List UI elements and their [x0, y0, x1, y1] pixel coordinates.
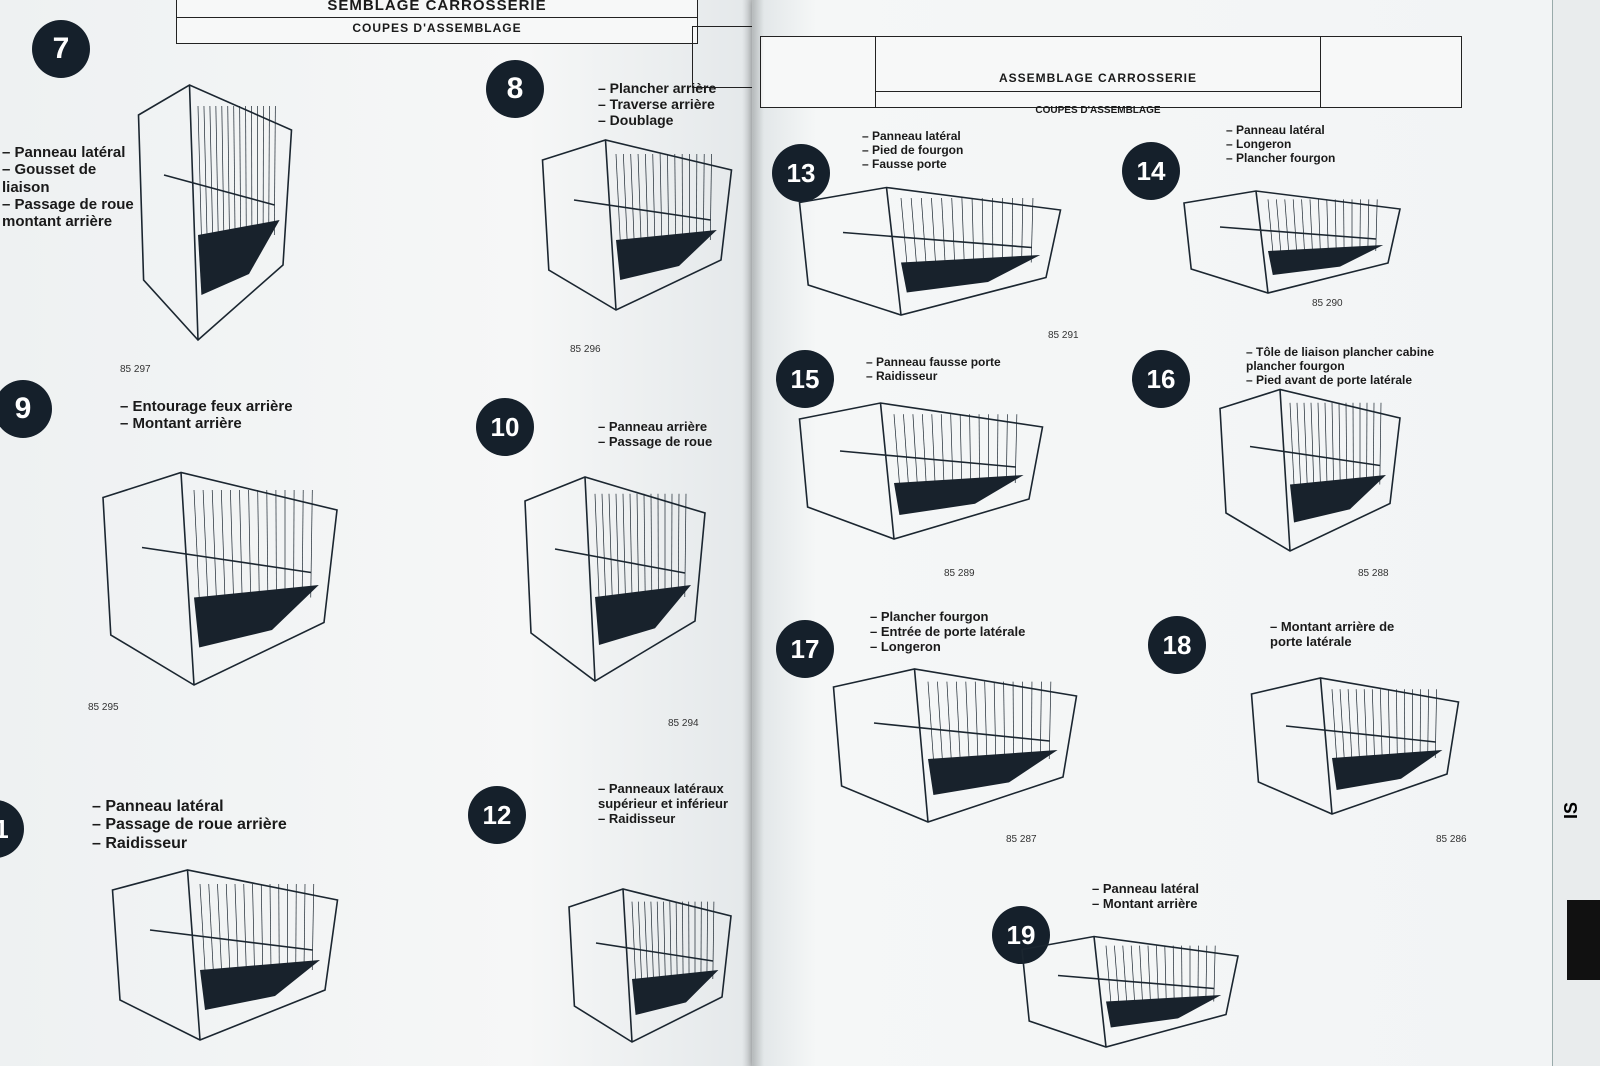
part-label: – Panneau latéral [1092, 881, 1199, 896]
section-number-badge: 12 [468, 786, 526, 844]
figure-reference: 85 286 [1436, 834, 1467, 845]
section-drawing [832, 668, 1078, 823]
section-part-list: – Plancher fourgon– Entrée de porte laté… [870, 609, 1026, 655]
part-label: – Pied de fourgon [862, 142, 964, 157]
section-part-list: – Montant arrière de porte latérale [1270, 619, 1395, 650]
part-label: – Traverse arrière [598, 96, 715, 113]
part-label: – Panneau latéral [862, 129, 961, 143]
part-label: – Panneau latéral [1226, 123, 1325, 137]
section-drawing [798, 402, 1044, 540]
part-label: – Passage de roue arrière [92, 816, 287, 834]
part-label: montant arrière [2, 213, 113, 230]
section-drawing [798, 186, 1062, 316]
section-part-list: – Panneau latéral– Pied de fourgon– Faus… [862, 129, 964, 171]
part-label: – Montant arrière [1092, 895, 1198, 911]
part-label: – Panneau latéral [92, 798, 224, 815]
section-number-badge: 18 [1148, 616, 1206, 674]
part-label: – Pied avant de porte latérale [1246, 372, 1413, 387]
figure-reference: 85 291 [1048, 330, 1079, 341]
section-part-list: – Tôle de liaison plancher cabine planch… [1246, 345, 1435, 387]
section-part-list: – Plancher arrière– Traverse arrière– Do… [598, 80, 716, 128]
section-drawing [137, 84, 293, 342]
left-header-title: SEMBLAGE CARROSSERIE [327, 0, 547, 14]
part-label: – Montant arrière [120, 415, 242, 433]
section-number-badge: 17 [776, 620, 834, 678]
section-number-badge: 13 [772, 144, 830, 202]
part-label: – Panneau arrière [598, 419, 708, 434]
part-label: – Panneaux latéraux [598, 781, 724, 796]
section-drawing [102, 471, 338, 686]
section-drawing [541, 139, 733, 311]
section-number-badge: 7 [32, 20, 90, 78]
section-number-badge: 16 [1132, 350, 1190, 408]
section-drawing [111, 869, 339, 1041]
section-part-list: – Panneau latéral– Montant arrière [1092, 881, 1199, 912]
figure-reference: 85 296 [570, 344, 601, 355]
section-drawing [524, 476, 706, 682]
section-part-list: – Panneau latéral– Longeron– Plancher fo… [1226, 123, 1336, 165]
part-label: – Entrée de porte latérale [870, 623, 1026, 639]
section-part-list: – Panneau arrière– Passage de roue [598, 419, 713, 450]
part-label: – Plancher fourgon [870, 609, 989, 624]
section-drawing [1250, 677, 1460, 815]
section-part-list: – Panneau latéral– Passage de roue arriè… [92, 798, 287, 853]
part-label: – Raidisseur [866, 368, 938, 383]
section-part-list: – Entourage feux arrière– Montant arrièr… [120, 398, 293, 433]
part-label: – Panneau latéral [2, 144, 126, 161]
left-page: SEMBLAGE CARROSSERIE COUPES D'ASSEMBLAGE [0, 0, 753, 1066]
right-header-car-right [1320, 37, 1461, 107]
section-drawing [1219, 388, 1401, 552]
part-label: – Doublage [598, 112, 674, 129]
figure-reference: 85 289 [944, 568, 975, 579]
section-number-badge: 15 [776, 350, 834, 408]
part-label: – Longeron [1226, 136, 1292, 151]
part-label: – Raidisseur [92, 834, 188, 852]
edge-tab-text: IS [1561, 801, 1582, 820]
figure-reference: 85 294 [668, 718, 699, 729]
section-part-list: – Panneaux latéraux supérieur et inférie… [598, 781, 729, 827]
next-page-edge: IS [1552, 0, 1600, 1066]
figure-reference: 85 295 [88, 702, 119, 713]
part-label: porte latérale [1270, 633, 1352, 649]
part-label: – Longeron [870, 638, 941, 654]
part-label: – Plancher arrière [598, 80, 717, 96]
book-gutter [742, 0, 764, 1066]
section-drawing [1183, 190, 1401, 294]
figure-reference: 85 287 [1006, 834, 1037, 845]
section-drawing [1021, 935, 1239, 1048]
left-header: SEMBLAGE CARROSSERIE COUPES D'ASSEMBLAGE [176, 0, 698, 44]
figure-reference: 85 290 [1312, 298, 1343, 309]
part-label: – Montant arrière de [1270, 619, 1395, 634]
figure-reference: 85 297 [120, 364, 151, 375]
part-label: – Entourage feux arrière [120, 398, 293, 415]
section-number-badge: 19 [992, 906, 1050, 964]
section-drawing [568, 888, 732, 1043]
edge-tab-block [1567, 900, 1600, 980]
section-number-badge: 9 [0, 380, 52, 438]
section-number-badge: 10 [476, 398, 534, 456]
section-number-badge: 8 [486, 60, 544, 118]
part-label: – Passage de roue [2, 195, 134, 213]
right-header-title: ASSEMBLAGE CARROSSERIE [998, 71, 1198, 85]
part-label: – Raidisseur [598, 810, 676, 826]
left-header-car-box [692, 26, 753, 88]
part-label: – Tôle de liaison plancher cabine [1246, 345, 1435, 359]
part-label: – Gousset de [2, 161, 97, 179]
section-number-badge: 14 [1122, 142, 1180, 200]
part-label: – Plancher fourgon [1226, 150, 1336, 165]
right-header-subtitle: COUPES D'ASSEMBLAGE [1035, 105, 1161, 116]
figure-reference: 85 288 [1358, 568, 1389, 579]
left-header-subtitle: COUPES D'ASSEMBLAGE [352, 21, 522, 35]
section-part-list: – Panneau fausse porte– Raidisseur [866, 355, 1001, 384]
part-label: – Fausse porte [862, 156, 947, 171]
right-header-car-left [761, 37, 876, 107]
section-part-list: – Panneau latéral– Gousset de liaison– P… [2, 144, 134, 230]
part-label: liaison [2, 178, 50, 196]
part-label: supérieur et inférieur [598, 795, 729, 811]
part-label: – Panneau fausse porte [866, 355, 1001, 369]
right-header: ASSEMBLAGE CARROSSERIE COUPES D'ASSEMBLA… [760, 36, 1462, 116]
part-label: – Passage de roue [598, 433, 713, 449]
part-label: plancher fourgon [1246, 358, 1345, 373]
